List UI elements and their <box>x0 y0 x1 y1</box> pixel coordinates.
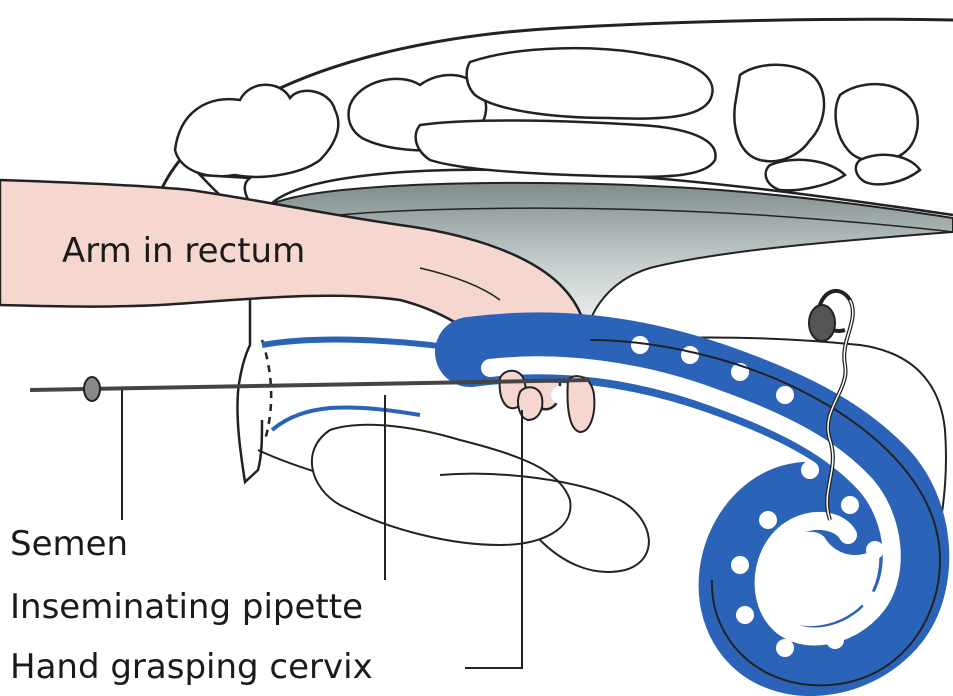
bladder <box>312 425 571 545</box>
label-inseminating-pipette: Inseminating pipette <box>10 590 363 624</box>
label-arm-in-rectum: Arm in rectum <box>62 234 305 268</box>
vulva-outline <box>237 300 262 482</box>
ovary <box>809 305 835 341</box>
label-hand-grasping-cervix: Hand grasping cervix <box>10 650 373 684</box>
vulva-dashed <box>262 340 271 440</box>
pipette-bulb <box>84 377 100 401</box>
label-semen: Semen <box>10 527 128 561</box>
